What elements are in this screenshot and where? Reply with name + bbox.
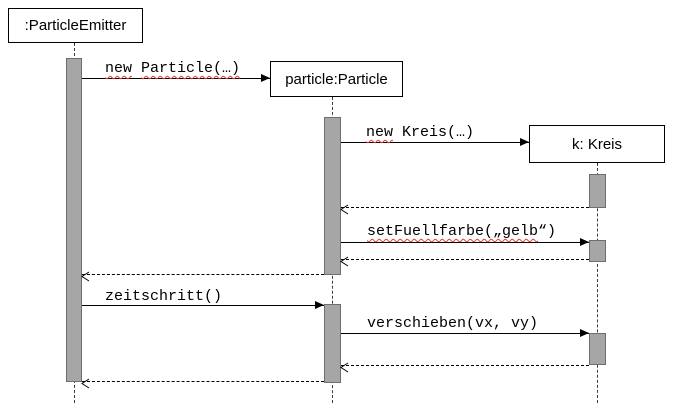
activation-particle-1 — [324, 117, 341, 275]
object-box-kreis: k: Kreis — [529, 125, 665, 163]
arrowhead-filled-icon — [580, 238, 589, 246]
activation-particle-2 — [324, 304, 341, 383]
return-arrow-particle-to-emitter-2 — [81, 378, 324, 389]
return-arrow-kreis-to-particle-3 — [340, 362, 589, 373]
message-label-new-kreis: new Kreis(…) — [366, 124, 475, 141]
return-arrow-kreis-to-particle-2 — [340, 256, 589, 267]
message-label-zeitschritt: zeitschritt() — [105, 288, 223, 305]
message-label-setfuellfarbe: setFuellfarbe(„gelb“) — [367, 223, 557, 240]
message-label-verschieben: verschieben(vx, vy) — [367, 315, 539, 332]
lifeline-kreis — [597, 163, 598, 403]
object-label-kreis: k: Kreis — [571, 135, 622, 153]
message-arrow-verschieben — [341, 329, 589, 337]
activation-kreis-2 — [589, 240, 606, 262]
arrowhead-filled-icon — [315, 301, 324, 309]
message-label-new-particle: new Particle(…) — [105, 60, 241, 77]
object-box-particle: particle:Particle — [270, 61, 403, 97]
arrowhead-open-icon — [340, 202, 349, 220]
activation-kreis-3 — [589, 333, 606, 365]
activation-kreis-1 — [589, 174, 606, 208]
return-arrow-particle-to-emitter-1 — [81, 271, 324, 282]
object-label-particle: particle:Particle — [285, 70, 388, 88]
activation-particle-emitter — [66, 58, 82, 382]
arrowhead-open-icon — [81, 269, 90, 287]
message-arrow-setfuellfarbe — [341, 238, 589, 246]
arrowhead-open-icon — [340, 254, 349, 272]
arrowhead-filled-icon — [261, 74, 270, 82]
arrowhead-open-icon — [81, 376, 90, 394]
message-arrow-new-particle — [82, 74, 270, 82]
arrowhead-filled-icon — [520, 138, 529, 146]
arrowhead-filled-icon — [580, 329, 589, 337]
message-arrow-zeitschritt — [82, 301, 324, 309]
message-arrow-new-kreis — [341, 138, 529, 146]
return-arrow-kreis-to-particle-1 — [340, 204, 589, 215]
object-box-particle-emitter: :ParticleEmitter — [8, 8, 143, 43]
arrowhead-open-icon — [340, 360, 349, 378]
object-label-particle-emitter: :ParticleEmitter — [24, 17, 127, 34]
